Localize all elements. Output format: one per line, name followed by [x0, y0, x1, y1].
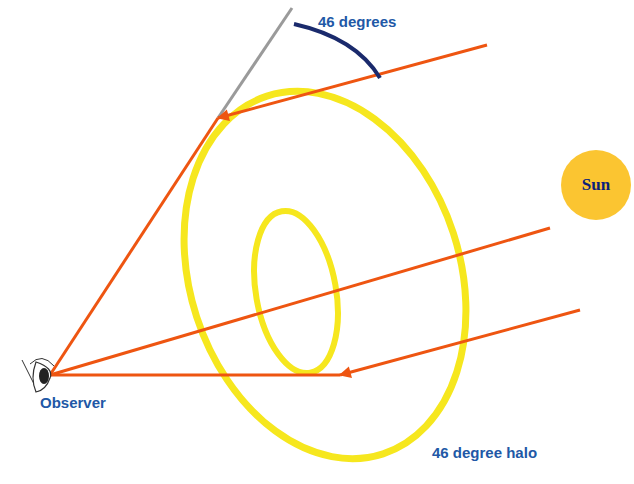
ray	[340, 310, 580, 375]
halo-label: 46 degree halo	[432, 444, 537, 461]
ray	[218, 45, 487, 118]
angle-arc	[294, 24, 380, 78]
ray	[50, 374, 340, 377]
angle-label: 46 degrees	[318, 13, 396, 30]
ray	[50, 118, 218, 375]
eye-symbol	[22, 358, 54, 392]
ray	[50, 228, 550, 375]
node-text: Sun	[582, 175, 610, 195]
sun-disc	[561, 150, 631, 220]
outer-halo	[139, 54, 512, 484]
observer-label: Observer	[40, 394, 106, 411]
sun-circle: Sun	[560, 149, 632, 221]
